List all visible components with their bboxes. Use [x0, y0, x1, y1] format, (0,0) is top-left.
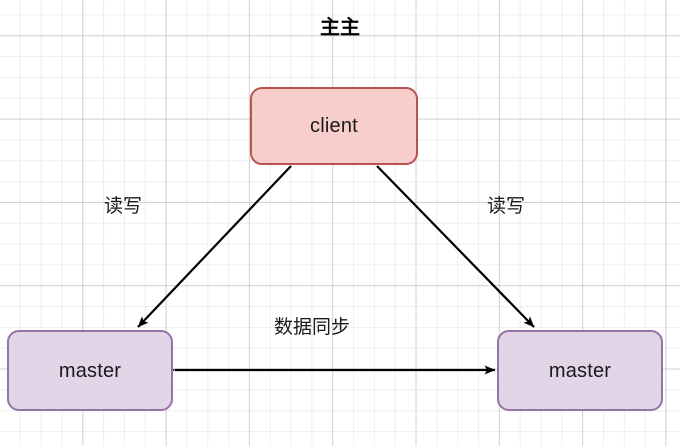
- node-client-label: client: [310, 115, 358, 137]
- page-title: 主主: [320, 17, 360, 39]
- node-master-left-label: master: [58, 359, 122, 382]
- edge-client-to-master-left: [137, 165, 292, 328]
- edge-label-read-write-left: 读写: [104, 196, 143, 217]
- edge-client-to-master-right: [376, 165, 535, 328]
- edge-label-data-sync: 数据同步: [274, 317, 351, 338]
- node-master-right-label: master: [548, 359, 612, 382]
- node-master-right[interactable]: master: [497, 330, 663, 411]
- node-client[interactable]: client: [250, 87, 418, 165]
- edge-label-read-write-right: 读写: [487, 196, 526, 217]
- node-master-left[interactable]: master: [7, 330, 173, 411]
